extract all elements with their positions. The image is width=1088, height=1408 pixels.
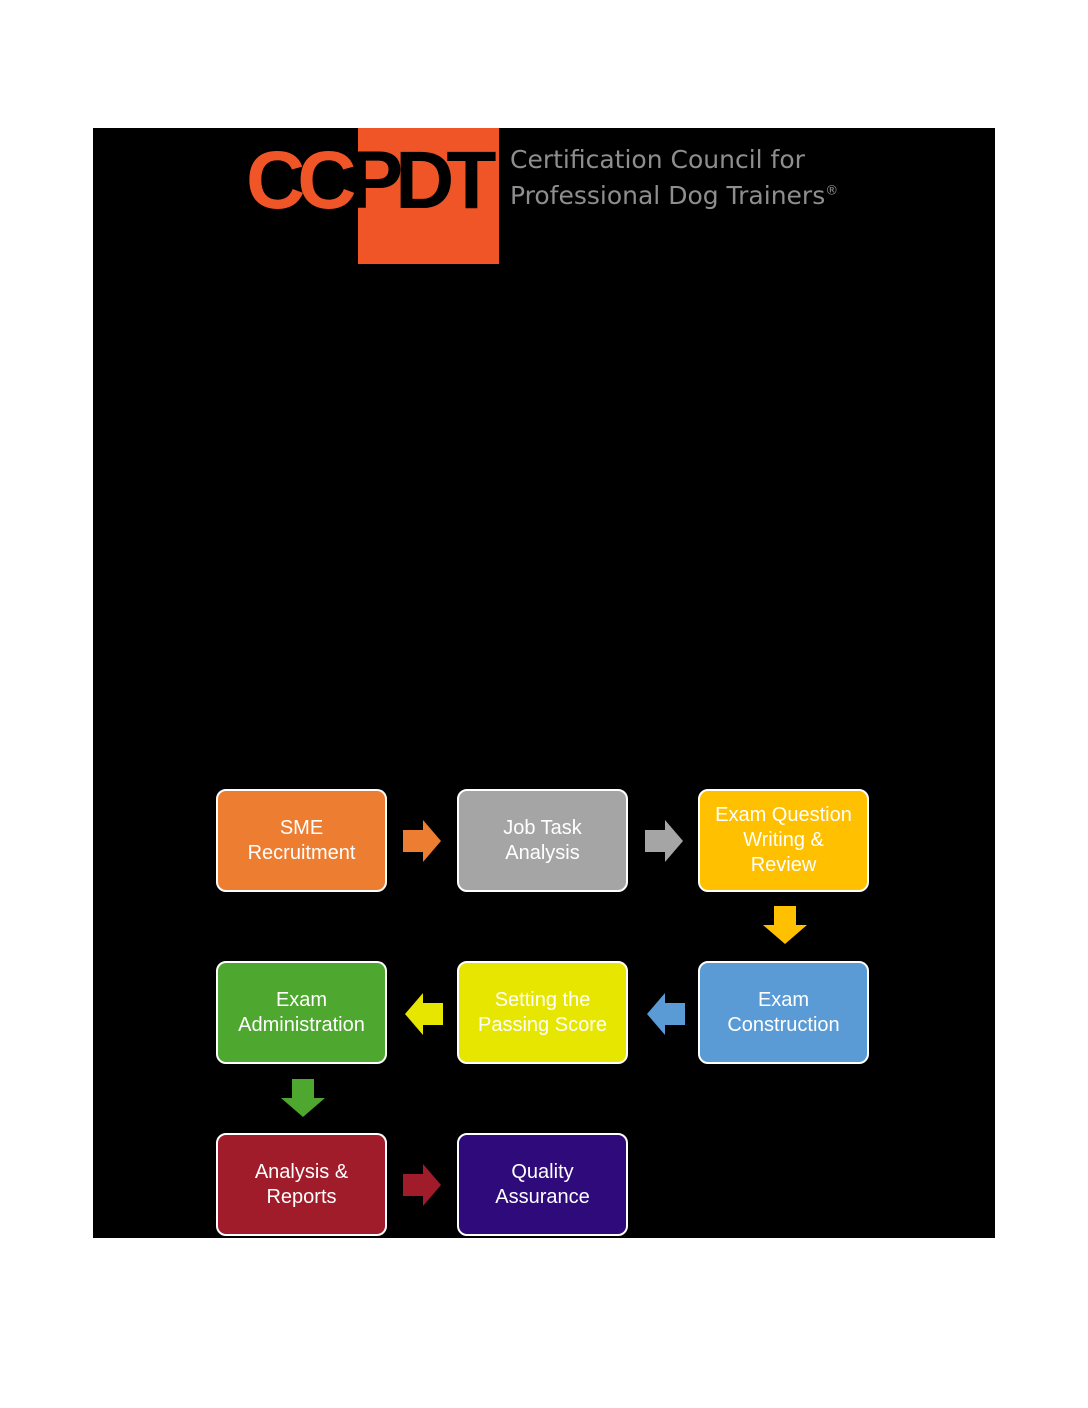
arrow-down-green bbox=[281, 1079, 325, 1117]
step-label: Job Task Analysis bbox=[503, 816, 582, 864]
logo-orange-square bbox=[358, 128, 499, 264]
step-label: SME Recruitment bbox=[247, 816, 356, 864]
logo-line-1: Certification Council for bbox=[510, 145, 805, 174]
step-job-task-analysis: Job Task Analysis bbox=[457, 789, 628, 892]
step-label: Exam Question Writing & Review bbox=[715, 804, 852, 876]
step-label: Quality Assurance bbox=[495, 1160, 590, 1208]
black-panel bbox=[93, 128, 995, 1238]
step-analysis-reports: Analysis & Reports bbox=[216, 1133, 387, 1236]
arrow-right-orange bbox=[403, 820, 441, 862]
logo-mark: CCPDT bbox=[246, 135, 496, 226]
step-label: Exam Construction bbox=[727, 988, 840, 1036]
step-setting-passing-score: Setting the Passing Score bbox=[457, 961, 628, 1064]
step-label: Analysis & Reports bbox=[254, 1160, 349, 1208]
step-label: Exam Administration bbox=[238, 988, 365, 1036]
arrow-right-red bbox=[403, 1164, 441, 1206]
logo-line-2-text: Professional Dog Trainers bbox=[510, 181, 826, 210]
logo-line-2: Professional Dog Trainers® bbox=[510, 178, 838, 214]
step-exam-question-writing: Exam Question Writing & Review bbox=[698, 789, 869, 892]
step-label: Setting the Passing Score bbox=[478, 988, 607, 1036]
step-exam-construction: Exam Construction bbox=[698, 961, 869, 1064]
arrow-left-blue bbox=[647, 993, 685, 1035]
step-sme-recruitment: SME Recruitment bbox=[216, 789, 387, 892]
arrow-left-yellow bbox=[405, 993, 443, 1035]
step-quality-assurance: Quality Assurance bbox=[457, 1133, 628, 1236]
arrow-right-gray bbox=[645, 820, 683, 862]
arrow-down-gold bbox=[763, 906, 807, 944]
step-exam-administration: Exam Administration bbox=[216, 961, 387, 1064]
registered-mark: ® bbox=[825, 183, 839, 199]
ccpdt-logo: CCPDT Certification Council for Professi… bbox=[246, 128, 846, 268]
logo-wordmark: Certification Council for Professional D… bbox=[510, 142, 838, 214]
